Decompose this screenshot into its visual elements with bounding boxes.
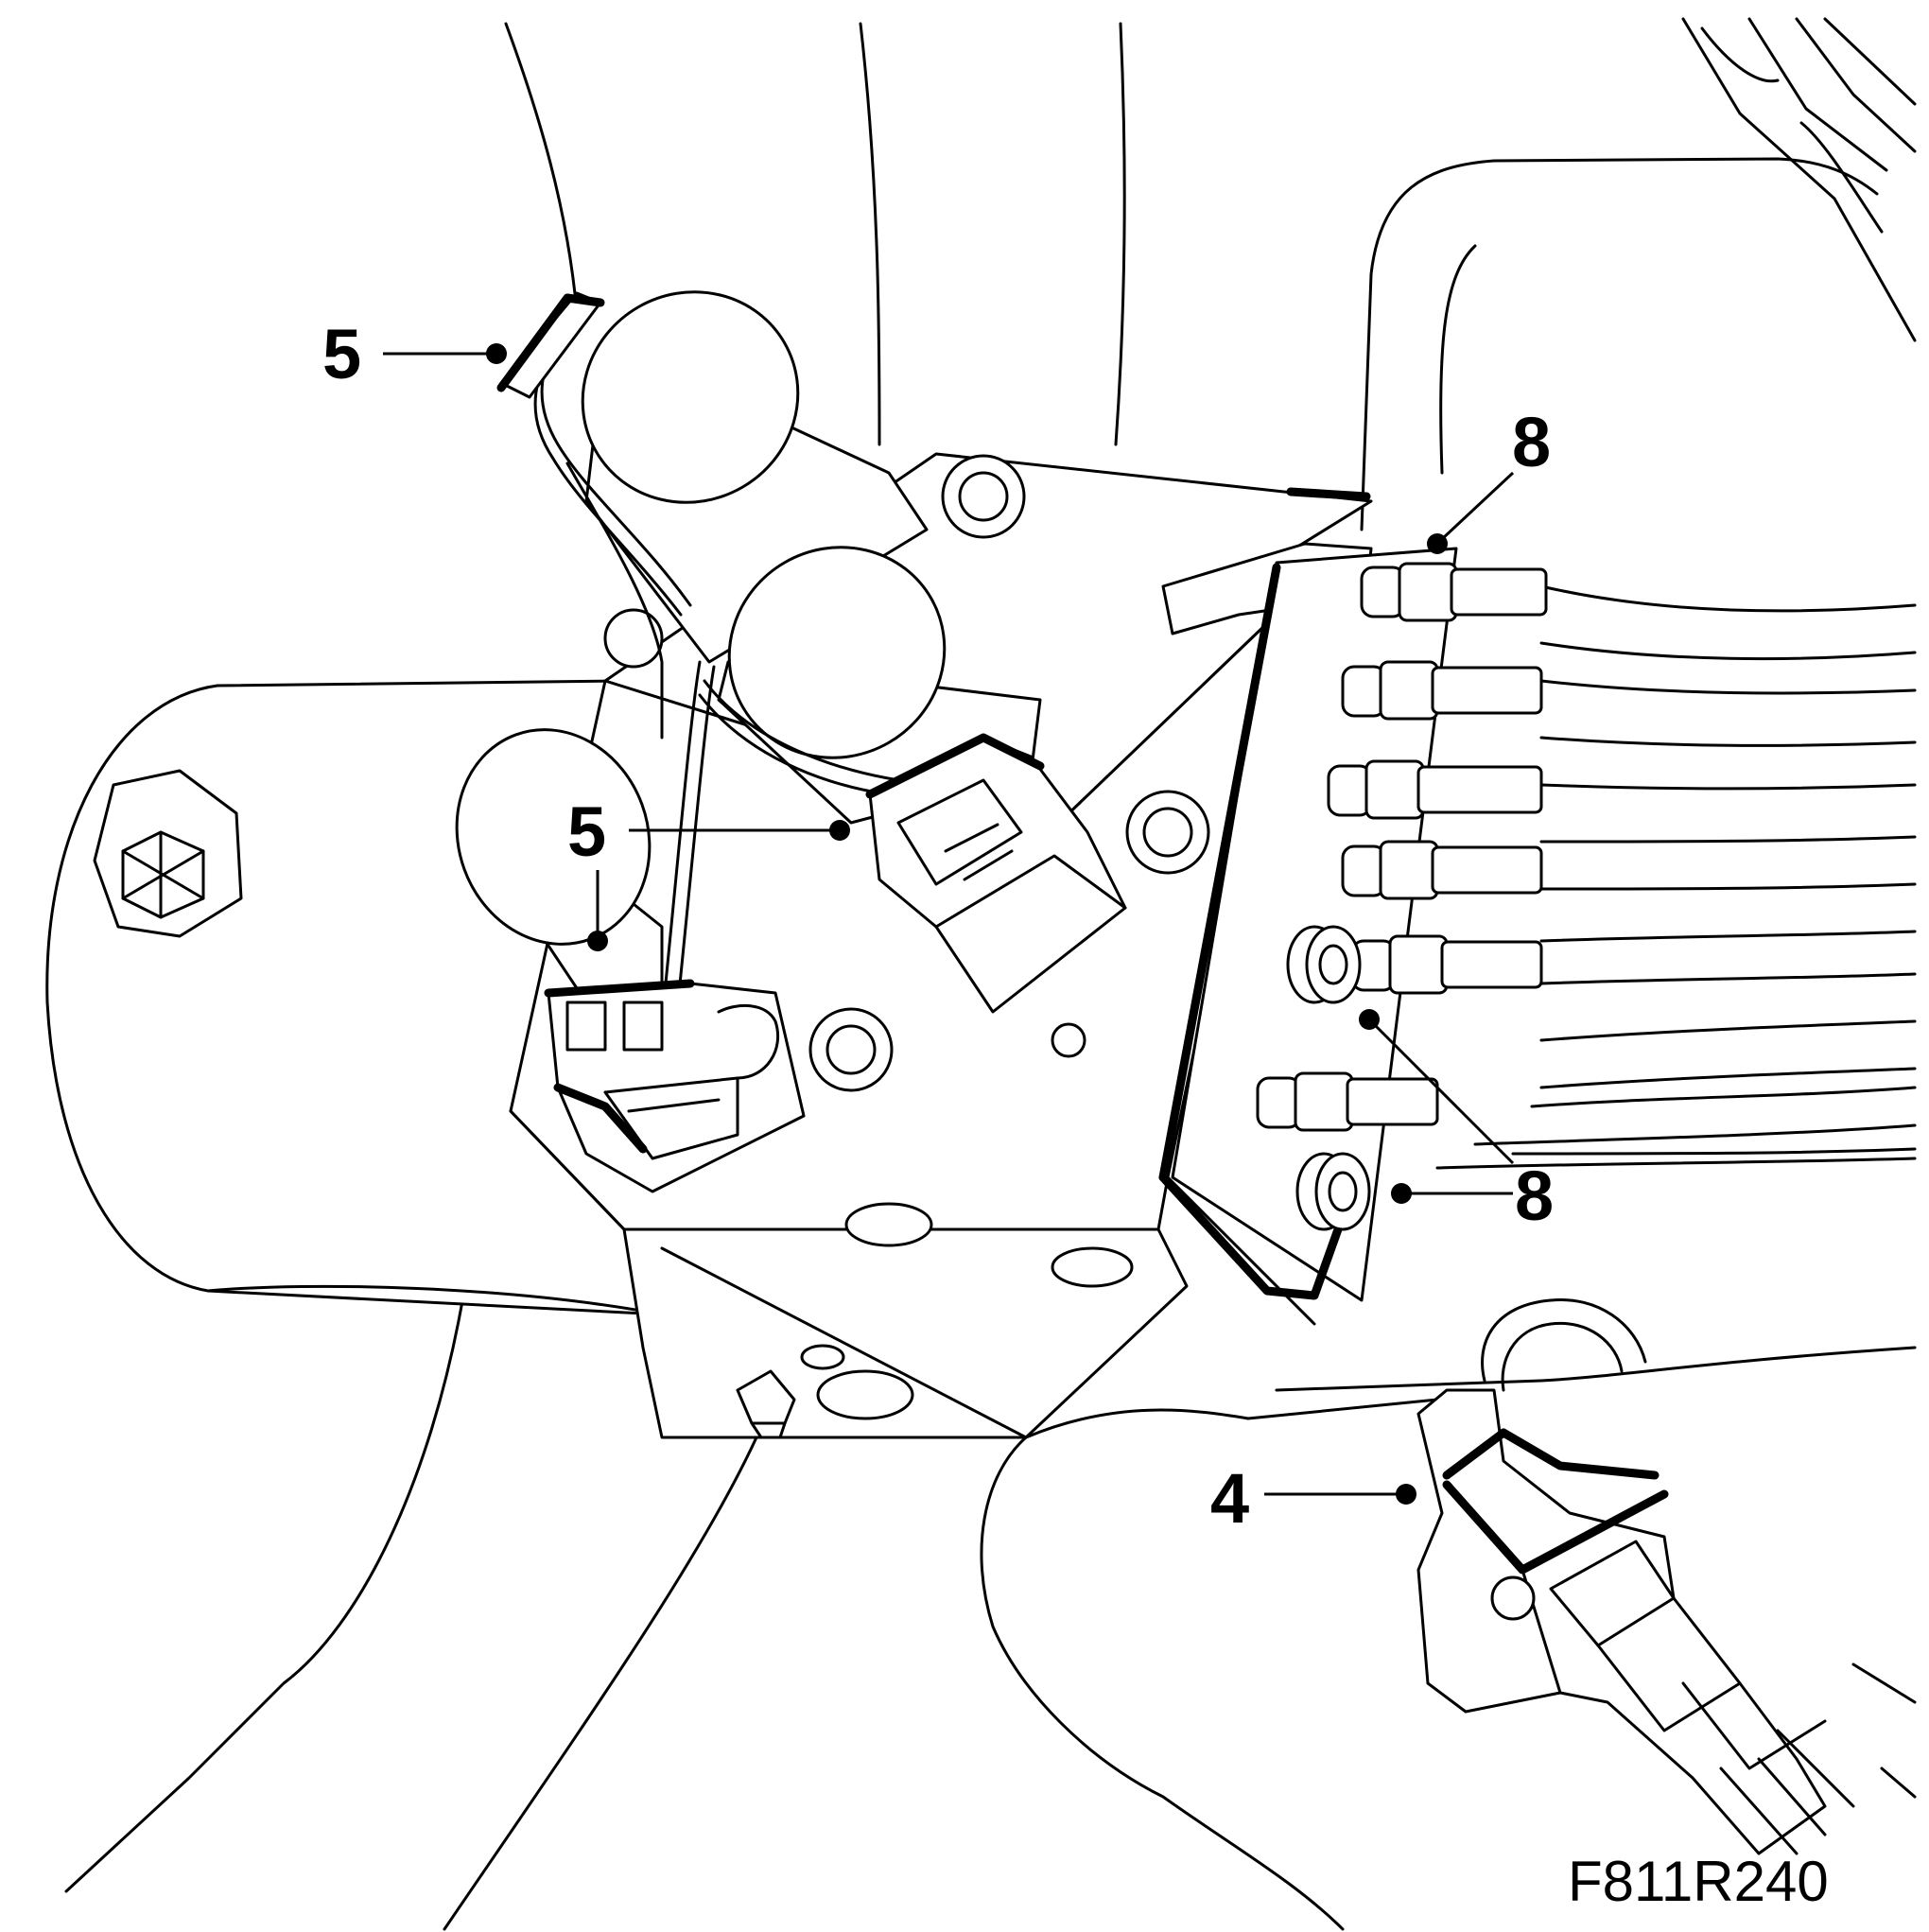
- blanking-plug-upper: [1286, 925, 1362, 1004]
- brake-pipes: [1435, 584, 1917, 1170]
- callout-leaders: [383, 343, 1515, 1505]
- blanking-plug-lower: [1295, 1152, 1371, 1231]
- callout-4: 4: [1210, 1459, 1249, 1538]
- callout-8-lower: 8: [1515, 1157, 1554, 1235]
- figure-id: F811R240: [1568, 1850, 1829, 1913]
- callout-labels: 5 5 8 8 4: [322, 315, 1554, 1538]
- connector-top: [496, 291, 605, 399]
- fitting-6: [1256, 1071, 1439, 1132]
- fitting-4: [1341, 840, 1543, 900]
- callout-5-middle: 5: [567, 792, 606, 871]
- fitting-1: [1360, 562, 1548, 622]
- callout-4-leader: [1264, 1484, 1416, 1505]
- callout-8-lower-leader: [1359, 1009, 1515, 1204]
- connector-lower: [544, 979, 806, 1193]
- callout-8-upper-leader: [1427, 471, 1515, 554]
- fitting-2: [1341, 660, 1543, 721]
- callout-5-top: 5: [322, 315, 361, 393]
- fitting-5: [1350, 934, 1543, 995]
- pipe-fittings: [1256, 562, 1548, 1231]
- callout-8-upper: 8: [1512, 403, 1551, 481]
- callout-5-lower-leader: [587, 870, 608, 951]
- connector-middle: [865, 733, 1127, 1014]
- callout-5-middle-leader: [629, 820, 850, 841]
- callout-5-top-leader: [383, 343, 507, 364]
- fitting-3: [1327, 759, 1543, 820]
- background-outlines: [64, 17, 1917, 1931]
- sensor-connector: [1416, 1297, 1855, 1855]
